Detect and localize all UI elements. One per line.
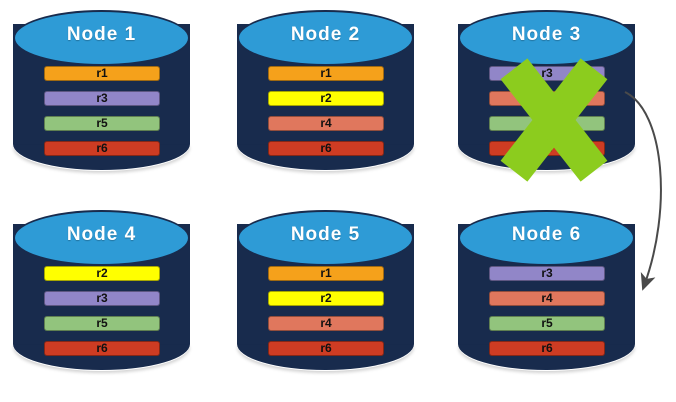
record-bar[interactable]: r1 — [268, 266, 384, 281]
node-6-label: Node 6 — [511, 224, 582, 245]
record-bar[interactable]: r1 — [44, 66, 160, 81]
cylinder-top — [13, 10, 190, 66]
record-bar[interactable]: r5 — [489, 316, 605, 331]
cylinder-top — [458, 10, 635, 66]
node-2-records: r1 r2 r4 r6 — [268, 66, 384, 156]
record-bar[interactable]: r5 — [44, 116, 160, 131]
node-4-label: Node 4 — [66, 224, 137, 245]
node-4[interactable]: Node 4 r2 r3 r5 r6 — [13, 210, 190, 385]
record-bar[interactable]: r1 — [268, 66, 384, 81]
record-bar[interactable]: r6 — [268, 341, 384, 356]
record-bar[interactable]: r2 — [268, 91, 384, 106]
record-bar[interactable]: r6 — [268, 141, 384, 156]
cylinder-top — [13, 210, 190, 266]
record-bar[interactable]: r6 — [44, 141, 160, 156]
node-4-records: r2 r3 r5 r6 — [44, 266, 160, 356]
node-5-label: Node 5 — [290, 224, 361, 245]
node-1[interactable]: Node 1 r1 r3 r5 r6 — [13, 10, 190, 185]
node-5[interactable]: Node 5 r1 r2 r4 r6 — [237, 210, 414, 385]
record-bar[interactable]: r4 — [489, 291, 605, 306]
record-bar[interactable]: r6 — [44, 341, 160, 356]
node-5-records: r1 r2 r4 r6 — [268, 266, 384, 356]
record-bar[interactable]: r4 — [268, 116, 384, 131]
record-bar[interactable]: r4 — [268, 316, 384, 331]
record-bar[interactable]: r3 — [44, 291, 160, 306]
node-2[interactable]: Node 2 r1 r2 r4 r6 — [237, 10, 414, 185]
record-bar[interactable]: r5 — [44, 316, 160, 331]
record-bar[interactable]: r2 — [44, 266, 160, 281]
record-bar[interactable]: r6 — [489, 341, 605, 356]
cylinder-top — [237, 10, 414, 66]
arrow-path — [624, 91, 662, 291]
cylinder-top — [458, 210, 635, 266]
record-bar[interactable]: r3 — [44, 91, 160, 106]
record-bar[interactable]: r2 — [268, 291, 384, 306]
node-2-label: Node 2 — [290, 24, 361, 45]
node-6[interactable]: Node 6 r3 r4 r5 r6 — [458, 210, 635, 385]
node-1-records: r1 r3 r5 r6 — [44, 66, 160, 156]
record-bar[interactable]: r3 — [489, 266, 605, 281]
node-1-label: Node 1 — [66, 24, 137, 45]
cylinder-top — [237, 210, 414, 266]
node-3-label: Node 3 — [511, 24, 582, 45]
node-6-records: r3 r4 r5 r6 — [489, 266, 605, 356]
node-3[interactable]: Node 3 r3 r4 r5 r6 — [458, 10, 635, 185]
